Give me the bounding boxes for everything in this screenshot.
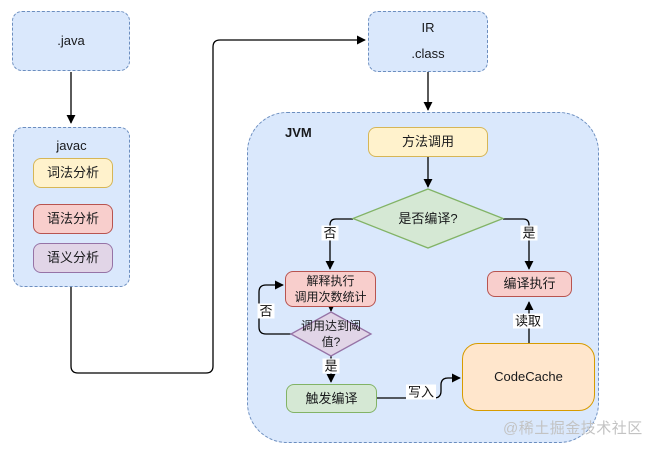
node-semantic-analysis: 语义分析: [33, 243, 113, 273]
compile-decision-label: 是否编译?: [398, 211, 458, 226]
node-code-cache: CodeCache: [462, 343, 595, 411]
node-compiled-exec: 编译执行: [487, 271, 572, 297]
node-ir-class: IR .class: [368, 11, 488, 72]
node-interpret-exec: 解释执行 调用次数统计: [285, 271, 376, 307]
edge-label-threshold-no: 否: [257, 303, 275, 319]
node-method-call: 方法调用: [368, 127, 488, 157]
semantic-analysis-label: 语义分析: [46, 250, 99, 265]
ir-title: IR: [421, 20, 435, 35]
compiled-exec-label: 编译执行: [503, 276, 556, 291]
node-lexical-analysis: 词法分析: [33, 158, 113, 188]
java-file-label: .java: [57, 33, 85, 48]
class-file-label: .class: [411, 46, 445, 61]
method-call-label: 方法调用: [401, 134, 454, 149]
watermark: @稀土掘金技术社区: [503, 420, 643, 437]
edge-label-compile-yes: 是: [520, 225, 538, 241]
node-javac: javac 词法分析 语法分析 语义分析: [13, 127, 130, 287]
code-cache-label: CodeCache: [494, 369, 563, 384]
node-java-file: .java: [12, 11, 130, 71]
edge-label-write: 写入: [405, 384, 437, 400]
lexical-analysis-label: 词法分析: [46, 165, 99, 180]
edge-label-read: 读取: [512, 313, 544, 329]
edge-label-compile-no: 否: [321, 225, 339, 241]
node-syntax-analysis: 语法分析: [33, 204, 113, 234]
javac-label: javac: [56, 138, 87, 153]
trigger-compile-label: 触发编译: [305, 390, 358, 406]
interpret-exec-label: 解释执行 调用次数统计: [294, 274, 367, 304]
threshold-decision-label: 调用达到阈 值?: [300, 319, 361, 349]
syntax-analysis-label: 语法分析: [46, 211, 99, 226]
node-trigger-compile: 触发编译: [286, 384, 377, 413]
jvm-label: JVM: [285, 125, 312, 140]
edge-label-threshold-yes: 是: [322, 358, 340, 374]
